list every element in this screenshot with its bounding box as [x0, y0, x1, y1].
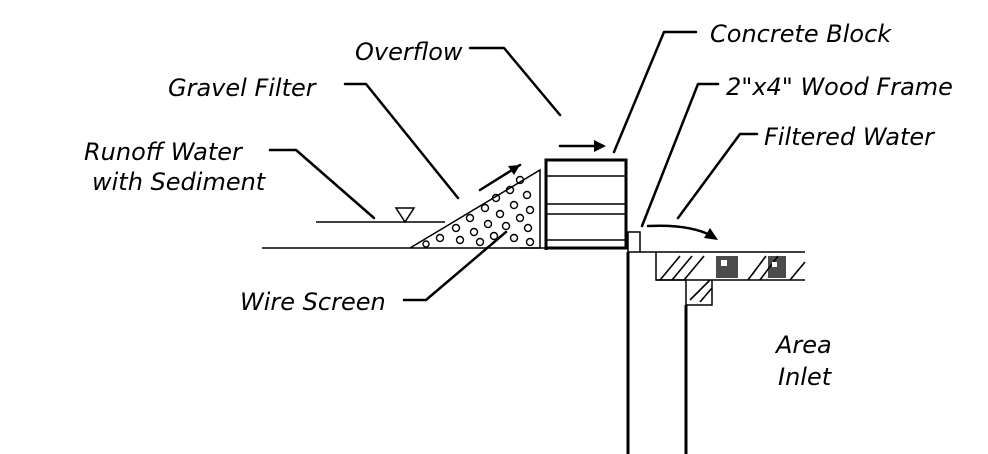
- label-inlet: Inlet: [778, 363, 833, 391]
- water-level-icon: [394, 207, 416, 224]
- inlet-walls: [626, 252, 688, 454]
- label-area: Area: [774, 331, 832, 359]
- inlet-grate: [640, 251, 806, 306]
- flow-arrows: [478, 140, 718, 240]
- concrete-block: [544, 158, 628, 250]
- leader-lines: [268, 30, 759, 302]
- label-concrete-block: Concrete Block: [710, 20, 892, 48]
- label-runoff-line2: with Sediment: [92, 168, 267, 196]
- label-wire-screen: Wire Screen: [240, 288, 386, 316]
- label-runoff-line1: Runoff Water: [84, 138, 244, 166]
- label-gravel-filter: Gravel Filter: [168, 74, 318, 102]
- wood-frame: [627, 231, 641, 253]
- label-filtered-water: Filtered Water: [764, 123, 936, 151]
- label-overflow: Overflow: [355, 38, 463, 66]
- ground-line: [262, 221, 628, 249]
- label-wood-frame: 2"x4" Wood Frame: [726, 73, 953, 101]
- gravel-filter: [409, 168, 541, 249]
